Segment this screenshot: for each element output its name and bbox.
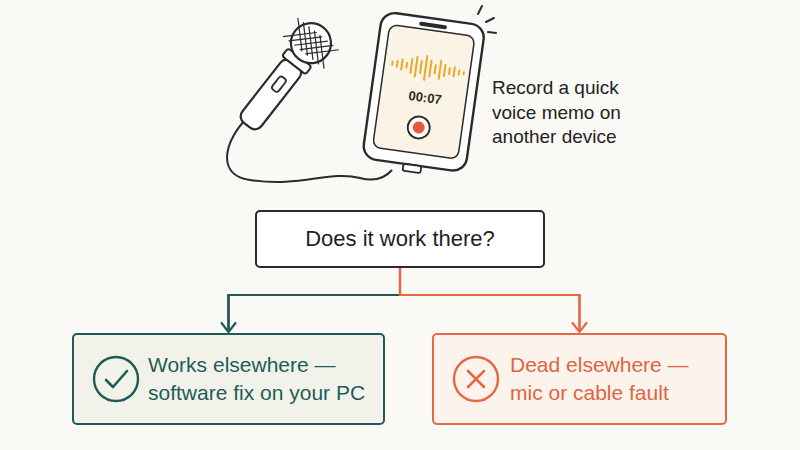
connector-line [229, 268, 401, 332]
box-text: Dead elsewhere — mic or cable fault [510, 351, 710, 408]
connector [222, 268, 401, 332]
outcome-box: Works elsewhere — software fix on your P… [72, 333, 385, 425]
box-text: Works elsewhere — software fix on your P… [148, 351, 386, 408]
box-text: Does it work there? [279, 224, 521, 254]
question-box: Does it work there? [255, 210, 545, 268]
microphone [226, 11, 343, 141]
instruction-note: Record a quick voice memo on another dev… [492, 76, 642, 150]
cross-icon [450, 353, 502, 405]
connector-line [400, 268, 580, 332]
branch-line [400, 295, 580, 332]
outcome-box: Dead elsewhere — mic or cable fault [432, 333, 727, 425]
arrowhead [222, 323, 236, 332]
arrowhead [573, 323, 587, 332]
sparkle [478, 6, 496, 33]
connector [400, 268, 587, 332]
check-icon [90, 353, 142, 405]
branch-line [229, 295, 401, 332]
phone [361, 11, 486, 179]
